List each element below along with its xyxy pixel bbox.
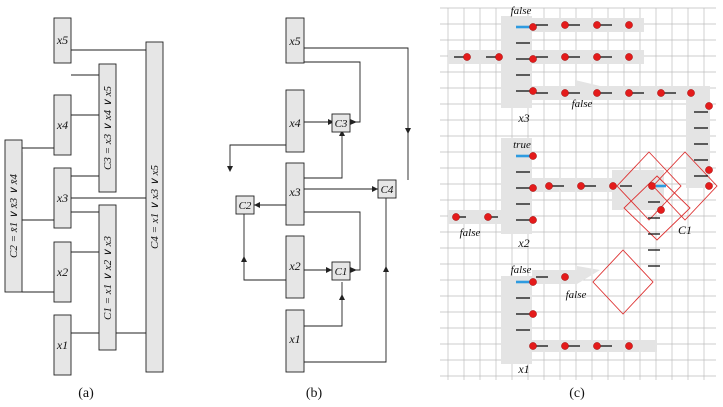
- token-dot: [657, 89, 665, 97]
- token-dot: [545, 182, 553, 190]
- var-box-b-x1: [285, 309, 305, 373]
- label-x3-right: false: [572, 98, 593, 110]
- panel-a: x5 x4 x3 x2 x1 C2 = x̄1 ∨ x̄3 ∨ x̄4 C3 =…: [4, 17, 164, 401]
- token-dot: [705, 166, 713, 174]
- token-dot: [484, 213, 492, 221]
- token-dot: [529, 342, 537, 350]
- token-dot: [577, 182, 585, 190]
- clause-label-b-c1: C1: [335, 266, 348, 278]
- clause-box-c1: [98, 204, 117, 351]
- var-label-b-x1: x1: [288, 332, 300, 346]
- var-label-x4: x4: [56, 118, 68, 132]
- token-dot: [495, 53, 503, 61]
- clause-label-c4: C4 = x1 ∨ x3 ∨ x5: [149, 164, 161, 249]
- clause-label-b-c3: C3: [335, 118, 348, 130]
- token-dot: [529, 23, 537, 31]
- token-dot: [625, 342, 633, 350]
- token-dot: [561, 53, 569, 61]
- clause-c1-diamond-3: [623, 175, 691, 241]
- token-dot: [463, 53, 471, 61]
- var-box-x3: [53, 167, 72, 229]
- token-dot: [529, 87, 537, 95]
- token-dot: [561, 273, 569, 281]
- clause-label-c2: C2 = x̄1 ∨ x̄3 ∨ x̄4: [8, 173, 20, 258]
- var-label-x1: x1: [56, 338, 68, 352]
- label-x1-right: false: [566, 289, 587, 301]
- clause-label-c1: C1 = x1 ∨ x2 ∨ x3: [102, 235, 114, 320]
- var-box-x1: [53, 314, 72, 376]
- token-dot: [561, 342, 569, 350]
- token-dot: [593, 21, 601, 29]
- var-label-x3: x3: [56, 191, 68, 205]
- var-box-b-x2: [285, 235, 305, 299]
- label-x1-top: false: [511, 264, 532, 276]
- literal-highlights: [516, 25, 666, 284]
- token-dot: [705, 182, 713, 190]
- clause-label-b-c2: C2: [239, 200, 252, 212]
- label-x1-name: x1: [517, 362, 529, 376]
- token-dot: [452, 213, 460, 221]
- token-dot: [529, 152, 537, 160]
- var-box-x4: [53, 94, 72, 156]
- clause-c1-diamond-2: [652, 151, 718, 221]
- wire-segments: [454, 24, 708, 347]
- token-dot: [625, 21, 633, 29]
- label-x2-left: false: [460, 227, 481, 239]
- token-dot: [561, 21, 569, 29]
- token-dots: [452, 21, 713, 350]
- var-label-b-x4: x4: [288, 116, 300, 130]
- token-dot: [657, 206, 665, 214]
- clause-c1-diamond-4: [592, 249, 654, 315]
- var-label-x5: x5: [56, 33, 68, 47]
- var-box-x5: [53, 17, 72, 64]
- clause-box-b-c4: [377, 179, 397, 199]
- clause-c1-diamond-1: [616, 151, 682, 221]
- panel-b: x5 x4 x3 x2 x1 C3 C2 C4 C1 (b): [227, 17, 411, 401]
- label-x2-top: true: [513, 139, 531, 151]
- panel-a-connectors: [21, 49, 146, 334]
- token-dot: [561, 89, 569, 97]
- var-label-b-x2: x2: [288, 259, 300, 273]
- token-dot: [529, 310, 537, 318]
- token-dot: [593, 342, 601, 350]
- var-box-b-x3: [285, 162, 305, 226]
- clause-box-c4: [145, 41, 164, 373]
- var-box-b-x5: [285, 17, 305, 64]
- token-dot: [609, 182, 617, 190]
- caption-a: (a): [78, 386, 94, 401]
- token-dot: [687, 89, 695, 97]
- label-x3-top: false: [511, 5, 532, 17]
- token-dot: [529, 216, 537, 224]
- shaded-regions: [448, 16, 710, 364]
- token-dot: [648, 182, 656, 190]
- caption-b: (b): [306, 386, 323, 401]
- token-dot: [625, 89, 633, 97]
- label-clause-c1: C1: [678, 223, 692, 237]
- clause-box-b-c1: [331, 261, 351, 281]
- var-box-b-x4: [285, 89, 305, 153]
- token-dot: [529, 278, 537, 286]
- token-dot: [625, 53, 633, 61]
- clause-box-c3: [98, 63, 117, 193]
- clause-box-c2: [4, 139, 23, 293]
- token-dot: [593, 89, 601, 97]
- var-label-b-x3: x3: [288, 185, 300, 199]
- clause-diamonds: [592, 151, 718, 315]
- clause-label-b-c4: C4: [381, 184, 394, 196]
- clause-box-b-c2: [235, 195, 255, 215]
- token-dot: [529, 55, 537, 63]
- panel-c: false false x3 true false x2 false false…: [440, 5, 718, 401]
- token-dot: [593, 53, 601, 61]
- var-label-x2: x2: [56, 265, 68, 279]
- token-dot: [529, 184, 537, 192]
- var-label-b-x5: x5: [288, 34, 300, 48]
- panel-b-arrowheads: [227, 119, 411, 300]
- caption-c: (c): [569, 386, 585, 401]
- clause-box-b-c3: [331, 113, 351, 133]
- clause-label-c3: C3 = x3 ∨ x4 ∨ x5: [102, 85, 114, 170]
- label-x3-name: x3: [517, 111, 529, 125]
- var-box-x2: [53, 241, 72, 303]
- token-dot: [705, 102, 713, 110]
- label-x2-name: x2: [517, 236, 529, 250]
